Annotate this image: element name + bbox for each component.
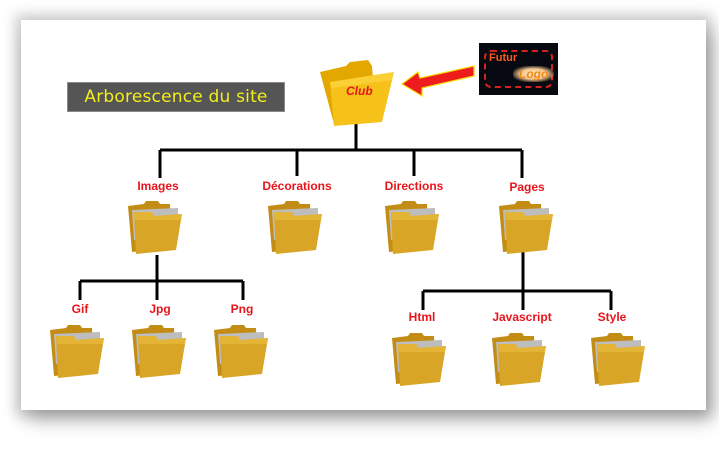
arrow-icon bbox=[400, 65, 475, 98]
label-jpg: Jpg bbox=[149, 302, 171, 316]
folder-icon-gif bbox=[48, 322, 108, 380]
folder-icon-png bbox=[212, 322, 272, 380]
label-decorations: Décorations bbox=[262, 179, 332, 193]
label-directions: Directions bbox=[384, 179, 444, 193]
folder-icon-jpg bbox=[130, 322, 190, 380]
folder-icon-html bbox=[390, 330, 450, 388]
folder-icon-style bbox=[589, 330, 649, 388]
label-javascript: Javascript bbox=[492, 310, 552, 324]
label-pages: Pages bbox=[509, 180, 545, 194]
root-label: Club bbox=[346, 84, 373, 98]
label-gif: Gif bbox=[71, 302, 89, 316]
label-style: Style bbox=[597, 310, 627, 324]
root-folder-icon bbox=[320, 60, 394, 126]
logo-text-futur: Futur bbox=[489, 52, 518, 64]
folder-icon-directions bbox=[383, 198, 443, 256]
label-images: Images bbox=[137, 179, 179, 193]
label-png: Png bbox=[230, 302, 254, 316]
folder-icon-javascript bbox=[490, 330, 550, 388]
label-html: Html bbox=[408, 310, 436, 324]
diagram-title: Arborescence du site bbox=[67, 82, 285, 112]
futur-logo: Futur Logo bbox=[479, 43, 558, 95]
folder-icon-decorations bbox=[266, 198, 326, 256]
logo-text-logo: Logo bbox=[513, 66, 555, 82]
folder-icon-images bbox=[126, 198, 186, 256]
folder-icon-pages bbox=[497, 198, 557, 256]
